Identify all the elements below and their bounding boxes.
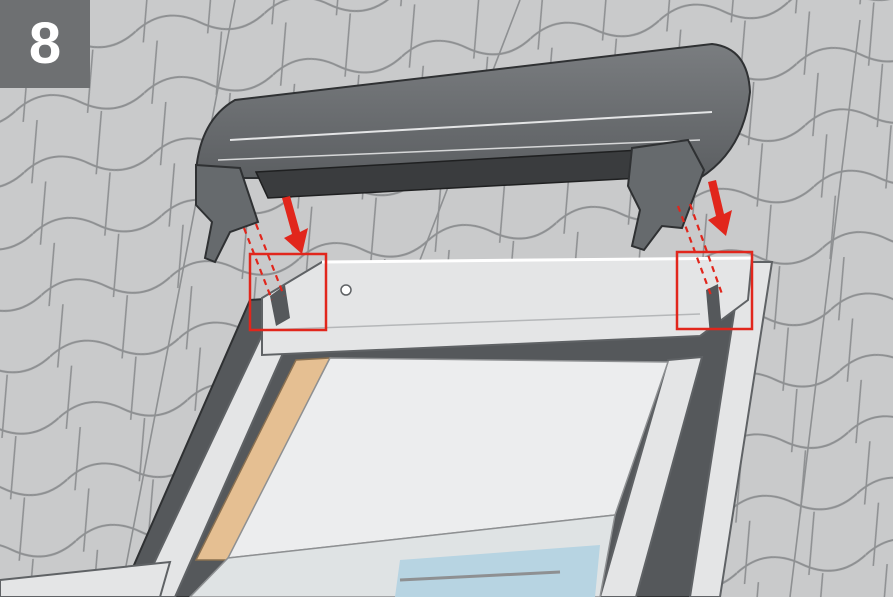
window-frame [0,260,774,597]
step-badge-bg [0,0,90,88]
blind-cover [194,42,752,264]
top-rail [261,256,754,357]
step-number-badge: 8 [28,11,62,76]
arrow-down-icon [282,180,732,254]
highlight-box-icon [248,250,754,332]
